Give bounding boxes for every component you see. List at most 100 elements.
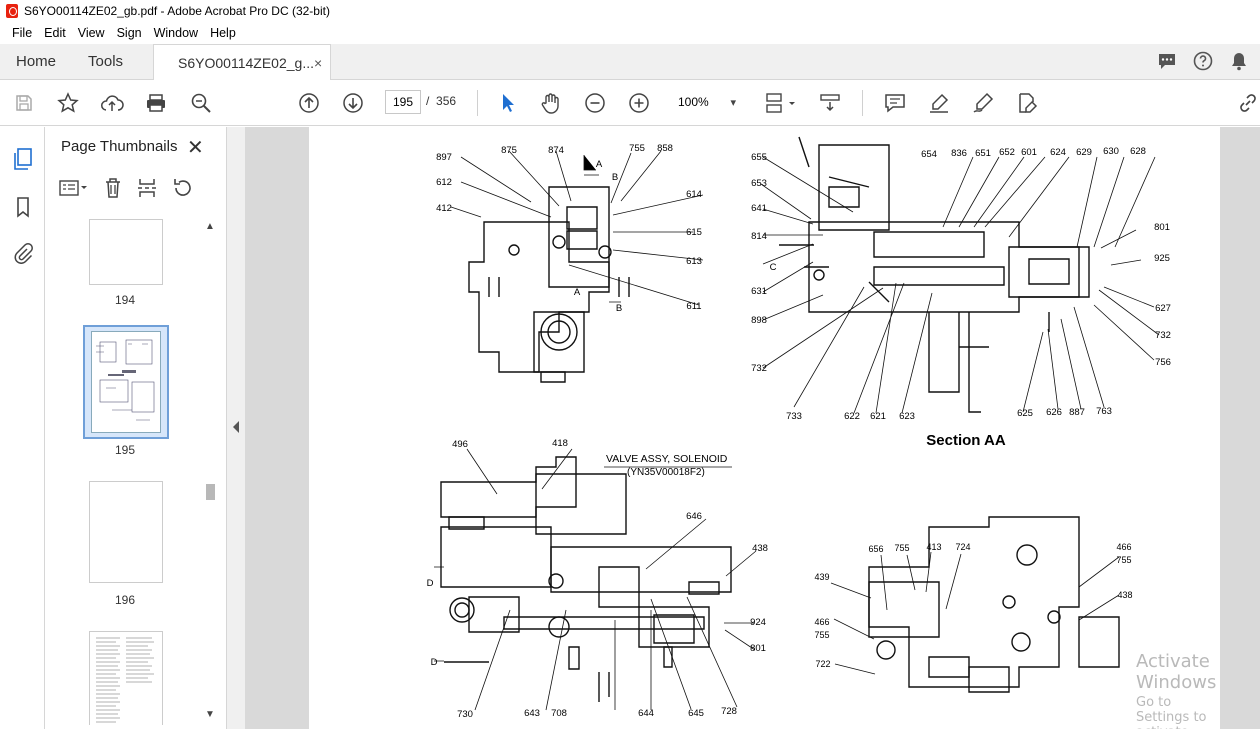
close-panel-icon[interactable]: ✕ — [187, 137, 204, 159]
chevron-down-icon: ▾ — [730, 96, 736, 109]
callout-label: 653 — [751, 178, 767, 189]
print-icon[interactable] — [144, 92, 168, 114]
callout-label: 622 — [844, 411, 860, 422]
add-comment-icon[interactable] — [883, 92, 907, 114]
scrollbar-thumb[interactable] — [206, 484, 215, 500]
activate-windows-watermark: Activate Windows Go to Settings to activ… — [1136, 651, 1220, 729]
callout-label: 643 — [524, 708, 540, 719]
section-marker: B — [612, 172, 618, 183]
page-thumbnails-panel: Page Thumbnails ✕ 194 — [45, 127, 227, 729]
thumbnail-options-icon[interactable] — [59, 179, 89, 202]
thumbnail-page-196[interactable] — [89, 481, 163, 583]
page-display-icon[interactable] — [764, 92, 798, 114]
close-tab-icon[interactable]: × — [314, 55, 323, 71]
main-toolbar: 195 / 356 100% ▾ — [0, 80, 1260, 126]
zoom-out-icon[interactable] — [583, 92, 607, 114]
thumbnail-page-197[interactable] — [89, 631, 163, 725]
callout-label: 724 — [955, 542, 970, 552]
notification-bell-icon[interactable] — [1228, 50, 1250, 72]
callout-label: 756 — [1155, 357, 1171, 368]
delete-page-icon[interactable] — [103, 177, 123, 204]
callout-label: 925 — [1154, 253, 1170, 264]
callout-label: 625 — [1017, 408, 1033, 419]
save-icon[interactable] — [12, 92, 36, 114]
menu-sign[interactable]: Sign — [116, 26, 142, 40]
tab-home[interactable]: Home — [16, 53, 57, 70]
page-number-input[interactable]: 195 — [385, 90, 421, 114]
callout-label: 763 — [1096, 406, 1112, 417]
rotate-page-icon[interactable] — [171, 177, 193, 204]
menu-help[interactable]: Help — [210, 26, 236, 40]
watermark-line1: Activate Windows — [1136, 651, 1217, 693]
edit-pdf-icon[interactable] — [1015, 92, 1039, 114]
navigation-rail — [0, 127, 45, 729]
highlight-pen-icon[interactable] — [927, 92, 951, 114]
technical-drawing: 897 875 874 755 858 612 412 614 615 613 … — [427, 136, 1171, 720]
thumbnail-scrollbar[interactable]: ▲ ▼ — [203, 219, 217, 725]
callout-label: 708 — [551, 708, 567, 719]
tab-bar: Home Tools S6YO00114ZE02_g... × — [0, 44, 1260, 81]
callout-label: 730 — [457, 709, 473, 720]
callout-label: 755 — [629, 143, 645, 154]
scroll-down-arrow-icon[interactable]: ▼ — [205, 709, 215, 720]
attachments-icon[interactable] — [11, 241, 35, 265]
bookmark-star-icon[interactable] — [56, 92, 80, 114]
hand-tool-icon[interactable] — [539, 92, 563, 114]
scroll-mode-icon[interactable] — [818, 92, 842, 114]
upload-cloud-icon[interactable] — [100, 92, 124, 114]
menu-view[interactable]: View — [77, 26, 105, 40]
menu-window[interactable]: Window — [153, 26, 199, 40]
callout-label: 641 — [751, 203, 767, 214]
document-viewer[interactable]: 897 875 874 755 858 612 412 614 615 613 … — [245, 127, 1260, 729]
callout-label: 728 — [721, 706, 737, 717]
split-pages-icon[interactable] — [137, 177, 157, 204]
page-thumbnails-icon[interactable] — [11, 147, 35, 171]
callout-label: 755 — [814, 630, 829, 640]
panel-collapse-handle[interactable] — [227, 127, 245, 729]
thumbnail-page-195[interactable] — [91, 331, 161, 433]
callout-label: 466 — [1116, 542, 1131, 552]
callout-label: 814 — [751, 231, 767, 242]
callout-label: 630 — [1103, 146, 1119, 157]
callout-label: 733 — [786, 411, 802, 422]
zoom-level-select[interactable]: 100% ▾ — [672, 90, 742, 114]
help-icon[interactable] — [1192, 50, 1214, 72]
thumbnail-label-195: 195 — [114, 443, 136, 457]
page-total-count: 356 — [436, 94, 457, 108]
toolbar-divider — [862, 90, 863, 116]
menu-file[interactable]: File — [12, 26, 33, 40]
select-pointer-icon[interactable] — [496, 92, 520, 114]
scroll-up-arrow-icon[interactable]: ▲ — [205, 221, 215, 232]
share-link-icon[interactable] — [1236, 92, 1260, 114]
tab-document-label: S6YO00114ZE02_g... — [178, 55, 314, 71]
section-marker: D — [431, 657, 438, 668]
watermark-line2: Go to Settings to activate Windows. — [1136, 695, 1207, 729]
search-zoom-icon[interactable] — [189, 92, 213, 114]
bookmarks-icon[interactable] — [11, 195, 35, 219]
menu-edit[interactable]: Edit — [44, 26, 66, 40]
zoom-in-icon[interactable] — [627, 92, 651, 114]
callout-label: 626 — [1046, 407, 1062, 418]
section-marker: A — [596, 159, 603, 170]
callout-label: 732 — [751, 363, 767, 374]
tab-tools[interactable]: Tools — [88, 53, 124, 70]
previous-page-icon[interactable] — [297, 92, 321, 114]
thumbnail-page-194[interactable] — [89, 219, 163, 285]
section-caption: Section AA — [926, 432, 1006, 449]
callout-label: 652 — [999, 147, 1015, 158]
tab-document[interactable]: S6YO00114ZE02_g... × — [153, 44, 332, 81]
draw-sign-icon[interactable] — [971, 92, 995, 114]
next-page-icon[interactable] — [341, 92, 365, 114]
callout-label: 624 — [1050, 147, 1066, 158]
callout-label: 875 — [501, 145, 517, 156]
valve-assy-label: VALVE ASSY, SOLENOID — [606, 453, 728, 465]
callout-label: 897 — [436, 152, 452, 163]
callout-label: 646 — [686, 511, 702, 522]
callout-label: 651 — [975, 148, 991, 159]
callout-label: 631 — [751, 286, 767, 297]
callout-label: 611 — [686, 301, 701, 312]
title-bar: S6YO00114ZE02_gb.pdf - Adobe Acrobat Pro… — [0, 0, 1260, 22]
comment-icon[interactable] — [1156, 50, 1178, 72]
page-total: / 356 — [426, 94, 456, 108]
callout-label: 612 — [436, 177, 452, 188]
